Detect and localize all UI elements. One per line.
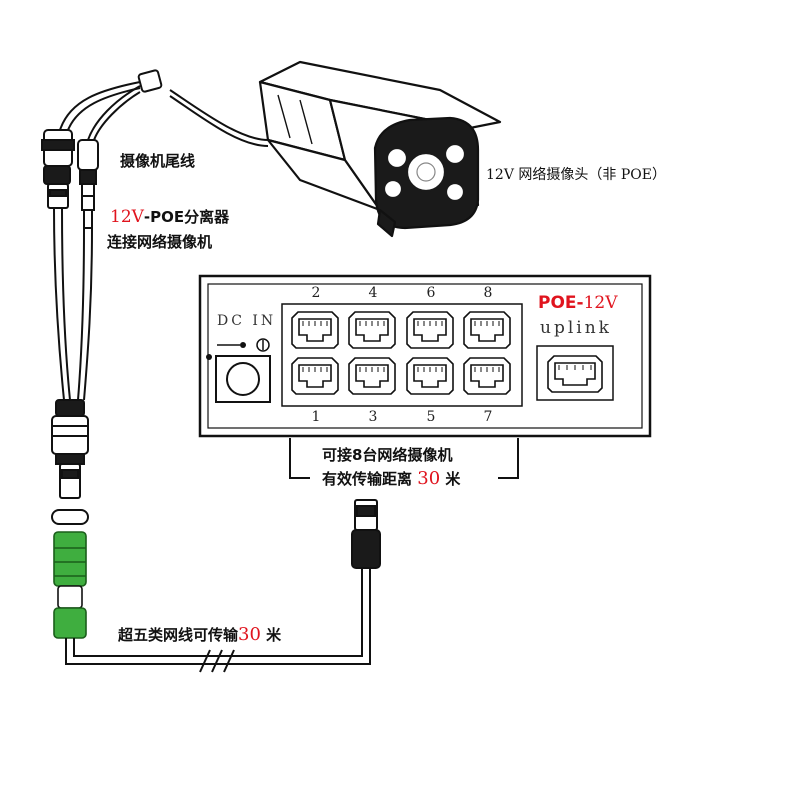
dc-jack-icon bbox=[77, 139, 99, 229]
port-number-7: 7 bbox=[483, 409, 493, 425]
switch-capacity-label: 可接8台网络摄像机 bbox=[322, 446, 453, 464]
switch-port-4 bbox=[348, 311, 396, 349]
cable-distance-value: 30 bbox=[238, 624, 261, 645]
port-number-3: 3 bbox=[368, 409, 378, 425]
camera-caption: 12V 网络摄像头（非 POE） bbox=[486, 167, 666, 183]
port-number-2: 2 bbox=[311, 285, 321, 301]
poe-voltage: 12V bbox=[583, 293, 618, 313]
switch-port-6 bbox=[406, 311, 454, 349]
tail-cable-label: 摄像机尾线 bbox=[120, 152, 196, 170]
switch-port-8 bbox=[463, 311, 511, 349]
port-number-5: 5 bbox=[426, 409, 436, 425]
cable-distance-unit: 米 bbox=[266, 626, 282, 644]
green-waterproof-connector bbox=[53, 531, 87, 639]
port-number-1: 1 bbox=[311, 409, 321, 425]
rj45-connector-icon bbox=[41, 129, 75, 209]
switch-distance-label: 有效传输距离 30 米 bbox=[322, 468, 460, 489]
poe-label: POE-12V bbox=[538, 293, 618, 313]
switch-ports bbox=[291, 311, 603, 395]
port-number-4: 4 bbox=[368, 285, 378, 301]
cable-distance-label: 超五类网线可传输30 米 bbox=[118, 624, 281, 645]
switch-port-7 bbox=[463, 357, 511, 395]
rj45-connector-icon bbox=[51, 399, 89, 525]
switch-bracket bbox=[289, 438, 519, 479]
poe-prefix: POE- bbox=[538, 293, 584, 313]
dc-in-label: DC IN bbox=[217, 313, 277, 329]
splitter-cable-icon bbox=[59, 69, 269, 147]
switch-port-3 bbox=[348, 357, 396, 395]
switch-port-5 bbox=[406, 357, 454, 395]
splitter-line2: 连接网络摄像机 bbox=[107, 233, 213, 251]
port-number-8: 8 bbox=[483, 285, 493, 301]
switch-port-2 bbox=[291, 311, 339, 349]
splitter-voltage: 12V bbox=[110, 207, 144, 227]
switch-distance-prefix: 有效传输距离 bbox=[322, 470, 413, 488]
switch-distance-unit: 米 bbox=[445, 470, 461, 488]
switch-port-1 bbox=[291, 357, 339, 395]
splitter-suffix: -POE分离器 bbox=[143, 208, 230, 226]
uplink-port bbox=[547, 355, 603, 393]
cable-distance-prefix: 超五类网线可传输 bbox=[118, 626, 239, 644]
switch-distance-value: 30 bbox=[417, 468, 441, 489]
splitter-label: 12V-POE分离器 bbox=[110, 206, 229, 227]
rj45-connector-icon bbox=[351, 499, 381, 569]
uplink-label: uplink bbox=[540, 318, 612, 338]
camera-icon bbox=[258, 60, 502, 238]
port-number-6: 6 bbox=[426, 285, 436, 301]
